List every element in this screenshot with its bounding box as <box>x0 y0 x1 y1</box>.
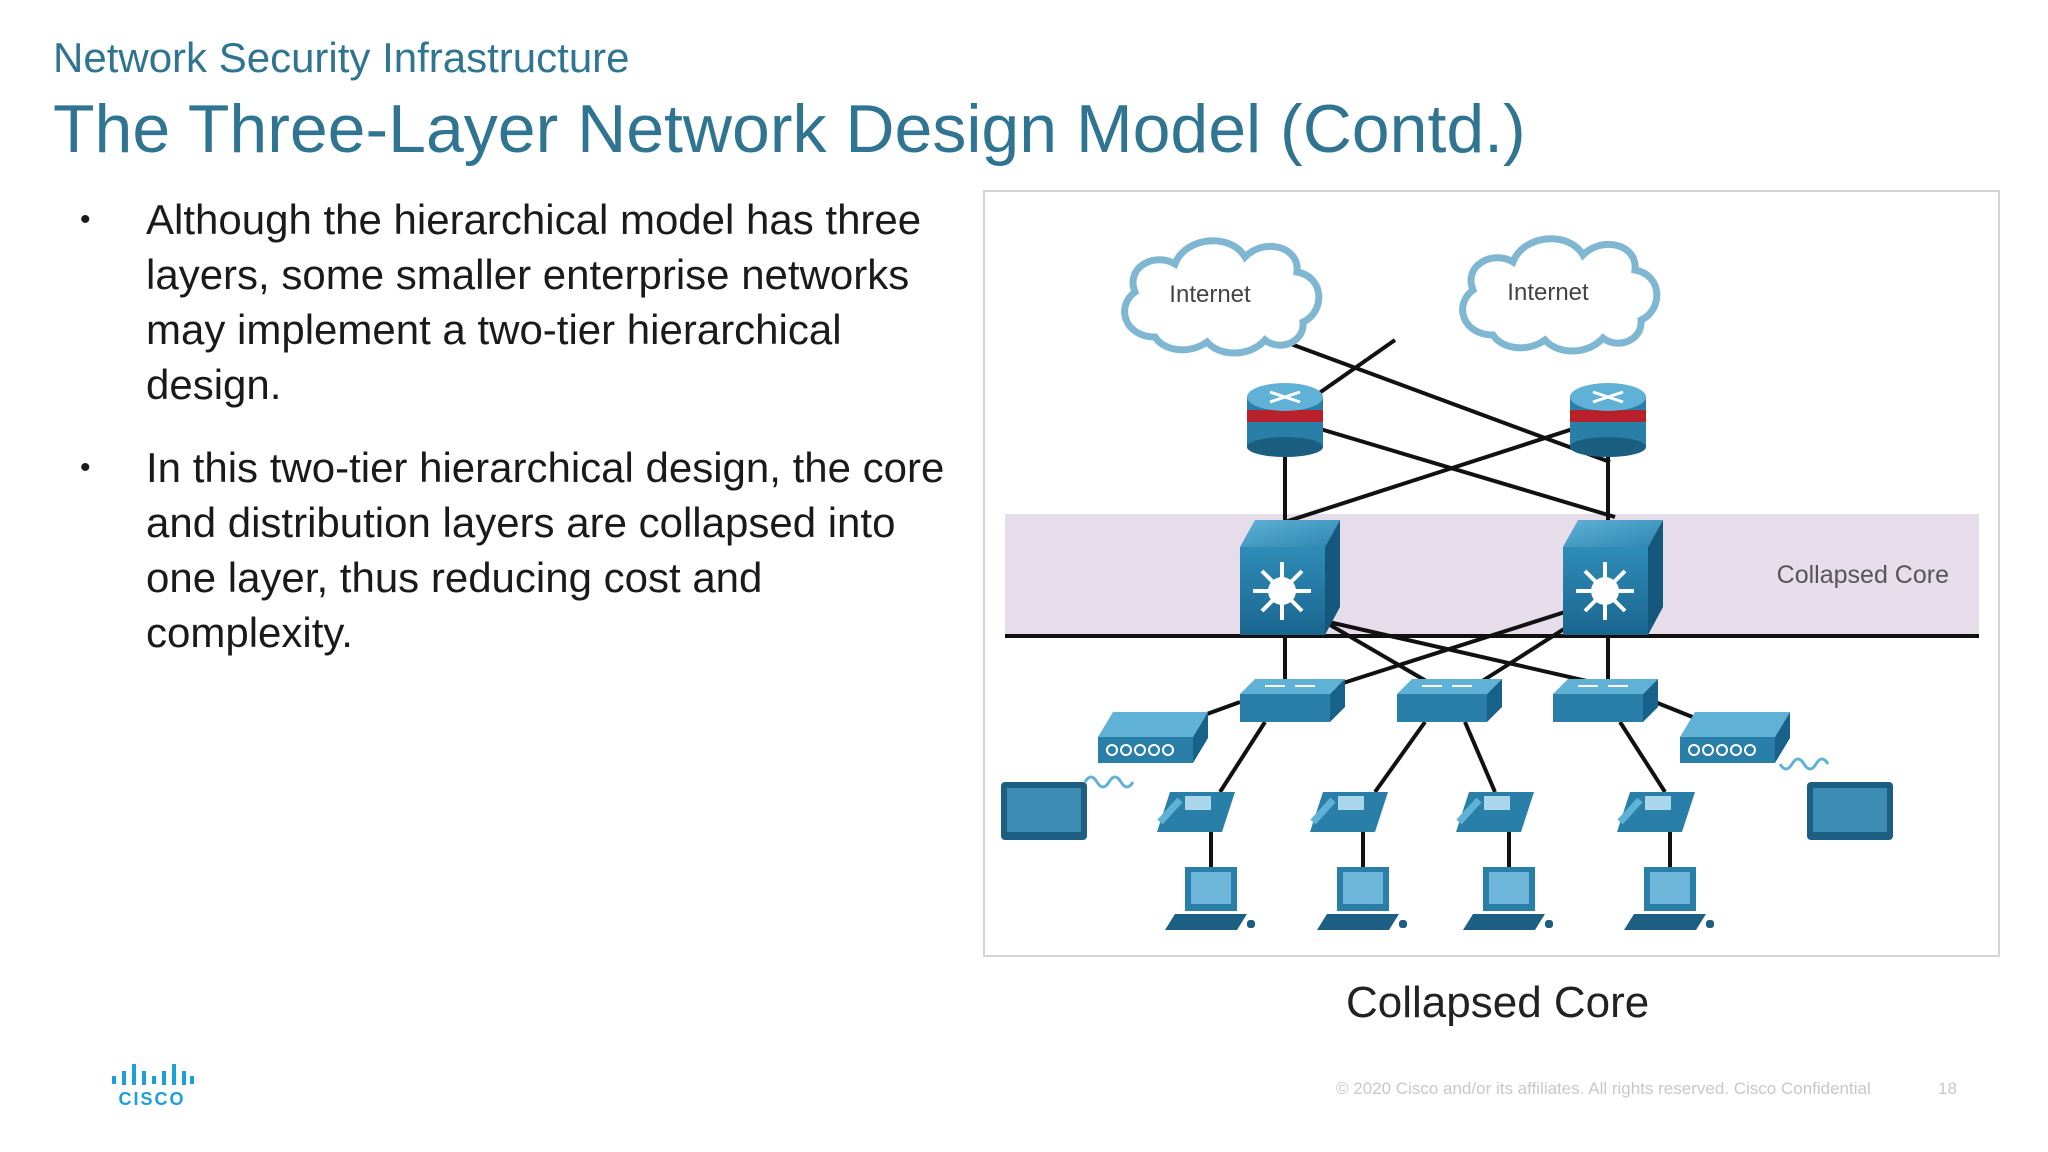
cloud-label: Internet <box>1507 279 1589 306</box>
network-diagram: Collapsed Core <box>983 190 2000 957</box>
wireless-signal-icon <box>1083 775 1135 789</box>
wireless-signal-icon <box>1778 757 1830 771</box>
cloud-icon: Internet <box>1459 235 1661 355</box>
collapsed-core-band <box>1005 514 1979 636</box>
router-icon <box>1570 383 1646 457</box>
figure-caption: Collapsed Core <box>1346 978 1650 1027</box>
cloud-label: Internet <box>1169 281 1251 308</box>
access-point-icon <box>1680 712 1790 763</box>
router-icon <box>1247 383 1323 457</box>
pc-icon <box>1624 867 1714 930</box>
diagram-canvas: Collapsed Core <box>1001 235 1979 930</box>
access-point-icon <box>1098 712 1208 763</box>
tablet-icon <box>1807 782 1893 840</box>
access-switch-icon <box>1553 679 1658 722</box>
bullet-icon: • <box>80 451 91 484</box>
cloud-icon: Internet <box>1121 237 1323 357</box>
pc-icon <box>1317 867 1407 930</box>
copyright-notice: © 2020 Cisco and/or its affiliates. All … <box>1336 1079 1871 1098</box>
tablet-icon <box>1001 782 1087 840</box>
slide-subtitle: Network Security Infrastructure <box>53 34 630 81</box>
logo-text: CISCO <box>118 1089 185 1108</box>
multilayer-switch-icon <box>1563 520 1663 635</box>
ip-phone-icon <box>1157 792 1235 832</box>
multilayer-switch-icon <box>1240 520 1340 635</box>
access-switch-icon <box>1240 679 1345 722</box>
pc-icon <box>1463 867 1553 930</box>
ip-phone-icon <box>1456 792 1534 832</box>
bullet-text: In this two-tier hierarchical design, th… <box>146 444 945 656</box>
bullet-icon: • <box>80 203 91 236</box>
bullet-item: • Although the hierarchical model has th… <box>70 192 950 412</box>
band-label: Collapsed Core <box>1777 561 1949 589</box>
bullet-list: • Although the hierarchical model has th… <box>70 192 950 688</box>
ip-phone-icon <box>1310 792 1388 832</box>
page-number: 18 <box>1938 1079 1957 1098</box>
pc-icon <box>1165 867 1255 930</box>
access-switch-icon <box>1397 679 1502 722</box>
ip-phone-icon <box>1617 792 1695 832</box>
slide-title: The Three-Layer Network Design Model (Co… <box>53 91 1526 167</box>
bullet-text: Although the hierarchical model has thre… <box>146 196 922 408</box>
cisco-logo: CISCO <box>110 1062 194 1113</box>
bullet-item: • In this two-tier hierarchical design, … <box>70 440 950 660</box>
